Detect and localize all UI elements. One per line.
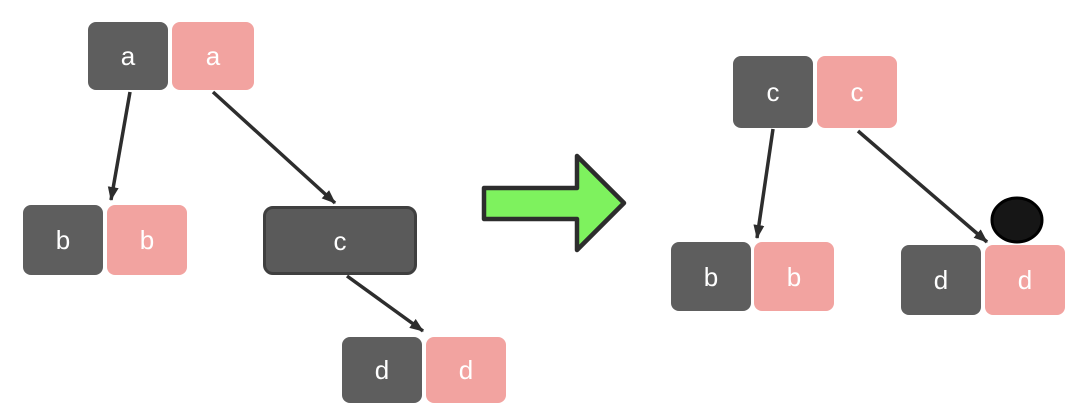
right-node-d-dark: d [901, 245, 981, 315]
node-label: a [120, 41, 136, 71]
right-edge-c-to-d [856, 129, 989, 244]
right-edge-c-to-b [753, 128, 775, 239]
left-node-b-dark: b [23, 205, 103, 275]
black-dot-marker-icon [990, 196, 1044, 244]
transform-arrow-icon [481, 153, 627, 253]
node-label: d [374, 355, 390, 385]
node-label: b [139, 225, 155, 255]
right-node-b-pink: b [754, 242, 834, 311]
left-node-c-wide: c [263, 206, 417, 275]
node-label: c [850, 77, 864, 107]
node-label: b [786, 261, 802, 292]
left-node-b-pink: b [107, 205, 187, 275]
left-node-a-dark: a [88, 22, 168, 90]
node-label: c [333, 225, 347, 256]
left-node-d-dark: d [342, 337, 422, 403]
node-label: d [458, 355, 474, 385]
right-node-c-pink: c [817, 56, 897, 128]
right-node-c-dark: c [733, 56, 813, 128]
node-label: b [703, 261, 719, 292]
left-node-d-pink: d [426, 337, 506, 403]
right-node-d-pink: d [985, 245, 1065, 315]
left-node-a-pink: a [172, 22, 254, 90]
node-label: b [55, 225, 71, 255]
node-label: a [205, 41, 221, 71]
right-node-b-dark: b [671, 242, 751, 311]
left-edge-a-to-b [107, 91, 132, 201]
left-edge-a-to-c [211, 90, 337, 205]
left-edge-c-to-d [345, 274, 425, 333]
node-label: d [1017, 265, 1033, 295]
node-label: d [933, 265, 949, 295]
node-label: c [766, 77, 780, 107]
